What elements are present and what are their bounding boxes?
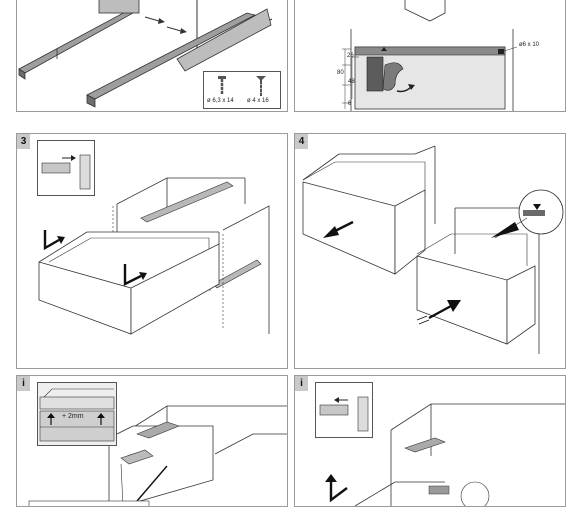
dimension-26: 26 (347, 53, 354, 59)
step-1-illustration (18, 0, 273, 108)
step-4-panel: 4 (294, 133, 566, 369)
step-1-panel: ø 6,3 x 14 ø 4 x 16 (16, 0, 288, 112)
insert-arrow-center (123, 264, 142, 286)
dimension-6: 6 (348, 101, 352, 107)
lower-drawer (416, 233, 536, 345)
adjust-amount-label: + 2mm (62, 413, 84, 420)
drawer-rail-right (86, 8, 272, 108)
info-removal-panel: i (294, 375, 566, 507)
screw-large-label: ø 6,3 x 14 (207, 98, 234, 104)
detail-magnifier (491, 189, 564, 239)
step-2-illustration (342, 0, 518, 111)
locking-clip (366, 47, 404, 92)
insert-arrow-left (43, 230, 60, 251)
removal-inset (315, 382, 373, 438)
hole-dimension: ø6 x 10 (519, 42, 540, 48)
pull-arrow-icon (323, 220, 354, 238)
arrow-left-icon (334, 397, 339, 403)
step-3-panel: 3 (16, 133, 288, 369)
step-2-panel: 26 80 48 6 ø6 x 10 (294, 0, 566, 112)
info-badge-2: i (295, 376, 308, 391)
height-adjust-inset: + 2mm (37, 382, 117, 446)
step-4-illustration (302, 145, 564, 354)
screw-legend: ø 6,3 x 14 ø 4 x 16 (203, 71, 281, 109)
dimension-lines (342, 46, 518, 109)
step-3-inset (37, 140, 95, 196)
arrow-right-icon (71, 155, 76, 161)
screw-small-icon (256, 76, 266, 96)
screw-arrows (144, 16, 187, 34)
dimension-48: 48 (348, 79, 355, 85)
up-down-arrow-left-icon (47, 413, 55, 425)
info-height-panel: i + 2mm (16, 375, 288, 507)
step-3-badge: 3 (17, 134, 30, 149)
push-arrow-icon (416, 300, 461, 325)
dimension-80: 80 (337, 70, 344, 76)
screw-small-label: ø 4 x 16 (247, 98, 269, 104)
up-down-arrow-right-icon (97, 413, 105, 425)
lift-arrow-icon (329, 480, 348, 503)
step-4-badge: 4 (295, 134, 308, 149)
drawer-rail-left (18, 10, 134, 80)
info-badge-1: i (17, 376, 30, 391)
step-3-illustration (38, 177, 270, 335)
upper-drawer (302, 161, 426, 275)
screw-large-icon (218, 76, 226, 94)
